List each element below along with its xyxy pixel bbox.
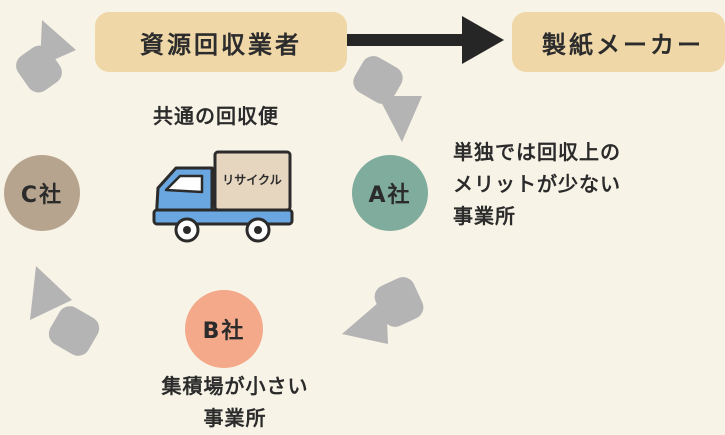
company-a-label: A社 — [368, 183, 412, 208]
shared-collection-label: 共通の回収便 — [153, 104, 279, 128]
cycle-arrow-icon — [30, 266, 100, 356]
cycle-arrow-icon — [342, 277, 424, 344]
company-a-description-line: 単独では回収上の — [453, 140, 621, 164]
collector-node: 資源回収業者 — [95, 12, 347, 72]
company-a-description: 単独では回収上の メリットが少ない 事業所 — [453, 136, 713, 232]
company-b-description: 集積場が小さい 事業所 — [140, 370, 330, 434]
company-b-label: B社 — [202, 319, 246, 344]
company-a-description-line: 事業所 — [453, 204, 516, 228]
cycle-arrow-icon — [16, 20, 76, 93]
truck-icon: リサイクル — [152, 150, 294, 243]
truck-cargo-label: リサイクル — [222, 173, 281, 187]
paper-maker-node: 製紙メーカー — [512, 12, 725, 72]
paper-maker-label: 製紙メーカー — [542, 30, 704, 59]
company-b-description-line: 事業所 — [203, 406, 267, 430]
company-a-node: A社 — [352, 155, 428, 231]
company-b-description-line: 集積場が小さい — [161, 374, 309, 398]
collector-label: 資源回収業者 — [140, 30, 302, 59]
cycle-arrow-icon — [353, 56, 422, 142]
company-b-node: B社 — [185, 290, 263, 368]
company-c-node: C社 — [4, 155, 80, 231]
company-a-description-line: メリットが少ない — [453, 172, 621, 196]
right-arrow-icon — [326, 16, 504, 64]
company-c-label: C社 — [20, 183, 64, 208]
